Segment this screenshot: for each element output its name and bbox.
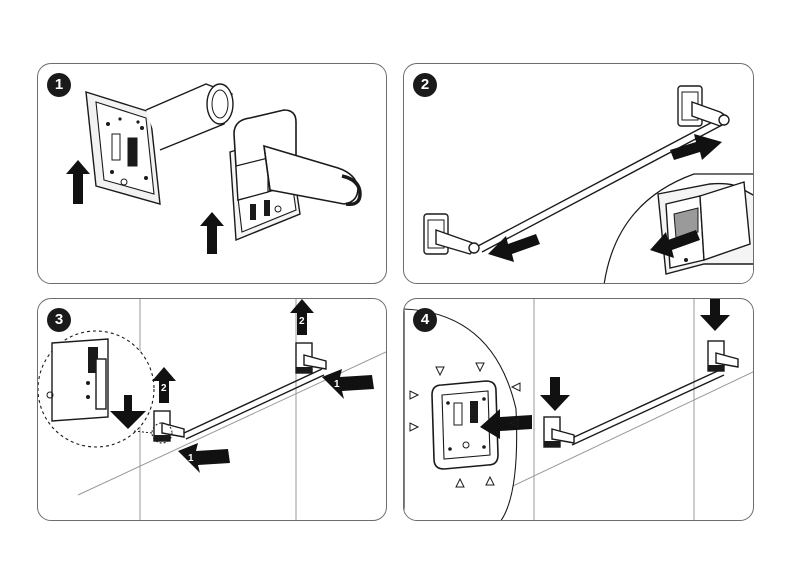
right-bracket [707,340,739,372]
step-3-illustration: 1 2 1 2 [38,299,386,520]
push-arrow-right-label: 1 [334,379,340,390]
lift-arrow-left-label: 2 [161,383,167,394]
bracket-arm-rear [145,83,234,151]
towel-bar [569,368,725,446]
step-4-badge: 4 [413,308,437,332]
step-1-illustration [66,83,362,254]
mounting-plate-rear [85,91,161,205]
step-1-badge: 1 [47,73,71,97]
step-4-illustration [404,299,753,520]
push-arrow-left: 1 [178,443,230,473]
bracket-arm-front [263,144,362,207]
down-arrow-left [540,377,570,411]
towel-bar [477,117,725,253]
step-4-panel: 4 [403,298,754,521]
right-bracket [677,85,730,127]
step-2-illustration [423,85,753,283]
arrow-slide-left [488,234,540,262]
left-bracket [153,410,185,442]
up-arrow-right [200,212,224,254]
lift-arrow-right: 2 [290,299,314,335]
wall-tile-lines [493,299,753,520]
push-arrow-left-label: 1 [188,453,194,464]
step-3-panel: 3 [37,298,387,521]
arrow-slide-right [670,134,722,160]
step-3-badge: 3 [47,308,71,332]
detail-inset [404,308,532,520]
step-2-badge: 2 [413,73,437,97]
lift-arrow-left: 2 [152,367,176,403]
right-bracket [295,342,327,374]
up-arrow-left [66,160,90,204]
step-2-panel: 2 [403,63,754,284]
push-arrow-right: 1 [322,369,374,399]
step-1-panel: 1 [37,63,387,284]
detail-inset [603,173,753,283]
towel-bar [183,368,325,440]
left-bracket [423,213,480,255]
detail-inset [38,330,173,448]
left-bracket [543,416,575,448]
down-arrow-right [700,299,730,331]
lift-arrow-right-label: 2 [299,316,305,327]
